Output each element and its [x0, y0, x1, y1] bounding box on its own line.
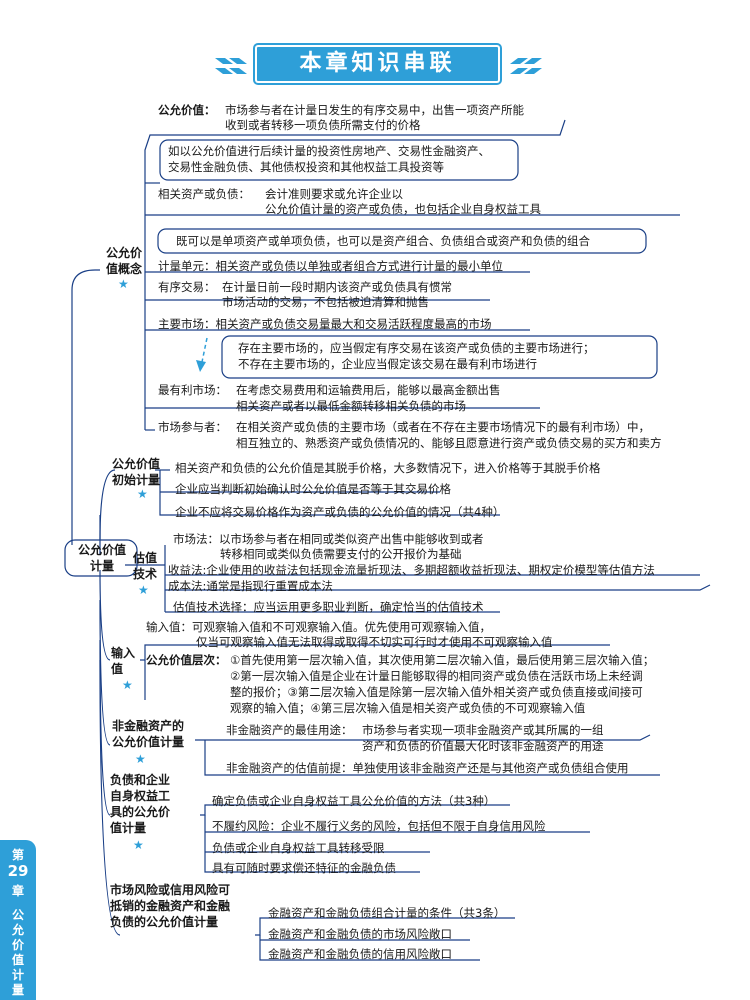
chapter-side-tab: 第 29 章 公 允 价 值 计 量	[0, 840, 36, 1000]
liability-item-4: 具有可随时要求偿还特征的金融负债	[212, 861, 396, 875]
box3-line-1: 存在主要市场的，应当假定有序交易在该资产或负债的主要市场进行；	[238, 341, 595, 355]
advantage-label: 最有利市场：	[158, 383, 227, 397]
technique-label-line: 估值	[133, 551, 158, 565]
orderly-2: 市场活动的交易，不包括被迫清算和抛售	[222, 295, 429, 309]
star-icon: ★	[133, 838, 144, 852]
initial-label-line: 初始计量	[112, 473, 161, 487]
liability-item-3: 负债或企业自身权益工具转移受限	[212, 841, 385, 855]
star-icon: ★	[137, 487, 148, 501]
principal-market: 主要市场：相关资产或负债交易量最大和交易活跃程度最高的市场	[158, 317, 492, 331]
liability-label-line: 具的公允价	[110, 805, 171, 819]
risk-item-3: 金融资产和金融负债的信用风险敞口	[268, 947, 452, 961]
concept-label: 公允价 值概念	[106, 245, 142, 277]
market-approach-2: 转移相同或类似负债需要支付的公开报价为基础	[220, 547, 462, 561]
fair-value-def-1: 市场参与者在计量日发生的有序交易中，出售一项资产所能	[225, 103, 524, 117]
related-label: 相关资产或负债：	[158, 187, 250, 201]
star-icon: ★	[138, 583, 149, 597]
liability-item-2: 不履约风险：企业不履行义务的风险，包括但不限于自身信用风险	[212, 819, 546, 833]
income-approach: 收益法:企业使用的收益法包括现金流量折现法、多期超额收益折现法、期权定价模型等估…	[168, 563, 655, 577]
input-label-line: 值	[111, 662, 124, 676]
levels-2: ②第一层次输入值是企业在计量日能够取得的相同资产或负债在活跃市场上未经调	[230, 669, 643, 683]
best-use-label: 非金融资产的最佳用途：	[226, 723, 353, 737]
chapter-char: 第	[11, 848, 24, 862]
chapter-title-banner: 本章知识串联	[255, 45, 500, 83]
advantage-1: 在考虑交易费用和运输费用后，能够以最高金额出售	[236, 383, 501, 397]
box1-line-2: 交易性金融负债、其他债权投资和其他权益工具投资等	[168, 160, 444, 174]
related-2: 公允价值计量的资产或负债，也包括企业自身权益工具	[265, 202, 541, 216]
chapter-name-char: 价	[11, 938, 24, 952]
input-label-line: 输入	[111, 646, 136, 660]
concept-label-line: 公允价	[106, 246, 143, 260]
star-icon: ★	[135, 752, 146, 766]
participant-2: 相互独立的、熟悉资产或负债情况的、能够且愿意进行资产或负债交易的买方和卖方	[236, 436, 662, 450]
valuation-premise: 非金融资产的估值前提：单独使用该非金融资产还是与其他资产或负债组合使用	[226, 761, 629, 775]
chapter-name-char: 计	[11, 968, 24, 982]
levels-3: 整的报价；③第二层次输入值是除第一层次输入值外相关资产或负债直接或间接可	[230, 685, 643, 699]
participant-1: 在相关资产或负债的主要市场（或者在不存在主要市场情况下的最有利市场）中，	[236, 420, 650, 434]
initial-item-1: 相关资产和负债的公允价值是其脱手价格，大多数情况下，进入价格等于其脱手价格	[175, 461, 601, 475]
fair-value-def-label: 公允价值：	[158, 103, 216, 117]
initial-label: 公允价值 初始计量	[112, 456, 160, 488]
chapter-title: 本章知识串联	[299, 51, 456, 76]
star-icon: ★	[118, 277, 129, 291]
liability-label-line: 值计量	[110, 821, 147, 835]
levels-4: 观察的输入值；④第三层次输入值是相关资产或负债的不可观察输入值	[230, 701, 586, 715]
nonfinancial-label-line: 非金融资产的	[112, 719, 185, 733]
orderly-label: 有序交易：	[158, 280, 216, 294]
cost-approach: 成本法:通常是指现行重置成本法	[168, 579, 333, 593]
technique-choice: 估值技术选择：应当运用更多职业判断，确定恰当的估值技术	[173, 600, 484, 614]
levels-label: 公允价值层次：	[146, 653, 227, 667]
advantage-2: 相关资产或者以最低金额转移相关负债的市场	[236, 399, 466, 413]
liability-label: 负债和企业 自身权益工 具的公允价 值计量	[110, 772, 170, 836]
box2-text: 既可以是单项资产或单项负债，也可以是资产组合、负债组合或资产和负债的组合	[176, 234, 590, 248]
technique-label-line: 技术	[133, 567, 158, 581]
title-box	[255, 45, 500, 83]
chapter-char: 章	[11, 884, 24, 898]
chapter-number: 29	[7, 862, 29, 880]
best-use-2: 资产和负债的价值最大化时该非金融资产的用途	[362, 739, 604, 753]
box1-line-1: 如以公允价值进行后续计量的投资性房地产、交易性金融资产、	[168, 144, 490, 158]
chapter-name-char: 值	[11, 953, 24, 967]
risk-label-line: 抵销的金融资产和金融	[110, 899, 231, 913]
chapter-name-char: 允	[11, 923, 24, 937]
center-node: 公允价值计量	[74, 542, 130, 574]
initial-label-line: 公允价值	[112, 457, 161, 471]
risk-label-line: 市场风险或信用风险可	[110, 883, 231, 897]
technique-label: 估值 技术	[133, 550, 157, 582]
input-def-2: 仅当可观察输入值无法取得或取得不切实可行时才使用不可观察输入值	[196, 635, 553, 649]
fair-value-def-2: 收到或者转移一项负债所需支付的价格	[225, 118, 421, 132]
star-icon: ★	[122, 678, 133, 692]
orderly-1: 在计量日前一段时期内该资产或负债具有惯常	[222, 280, 452, 294]
nonfinancial-label: 非金融资产的 公允价值计量	[112, 718, 184, 750]
box3-line-2: 不存在主要市场的，企业应当假定该交易在最有利市场进行	[238, 357, 537, 371]
nonfinancial-label-line: 公允价值计量	[112, 735, 185, 749]
related-1: 会计准则要求或允许企业以	[265, 187, 403, 201]
liability-item-1: 确定负债或企业自身权益工具公允价值的方法（共3种）	[212, 794, 496, 808]
levels-1: ①首先使用第一层次输入值，其次使用第二层次输入值，最后使用第三层次输入值；	[230, 653, 655, 667]
chapter-name-char: 公	[11, 908, 24, 922]
risk-item-2: 金融资产和金融负债的市场风险敞口	[268, 927, 452, 941]
participant-label: 市场参与者：	[158, 420, 227, 434]
risk-label-line: 负债的公允价值计量	[110, 915, 219, 929]
market-approach-1: 市场法：以市场参与者在相同或类似资产出售中能够收到或者	[173, 532, 484, 546]
risk-item-1: 金融资产和金融负债组合计量的条件（共3条）	[268, 906, 506, 920]
best-use-1: 市场参与者实现一项非金融资产或其所属的一组	[362, 723, 604, 737]
input-def-1: 输入值：可观察输入值和不可观察输入值。优先使用可观察输入值，	[146, 620, 491, 634]
liability-label-line: 自身权益工	[110, 789, 171, 803]
center-label: 公允价值计量	[77, 543, 126, 573]
liability-label-line: 负债和企业	[110, 773, 171, 787]
concept-label-line: 值概念	[106, 262, 143, 276]
initial-item-3: 企业不应将交易价格作为资产或负债的公允价值的情况（共4种）	[175, 505, 505, 519]
initial-item-2: 企业应当判断初始确认时公允价值是否等于其交易价格	[175, 482, 451, 496]
risk-label: 市场风险或信用风险可 抵销的金融资产和金融 负债的公允价值计量	[110, 882, 230, 930]
input-label: 输入 值	[111, 645, 135, 677]
chapter-name-char: 量	[11, 983, 24, 997]
measurement-unit: 计量单元：相关资产或负债以单独或者组合方式进行计量的最小单位	[158, 259, 503, 273]
